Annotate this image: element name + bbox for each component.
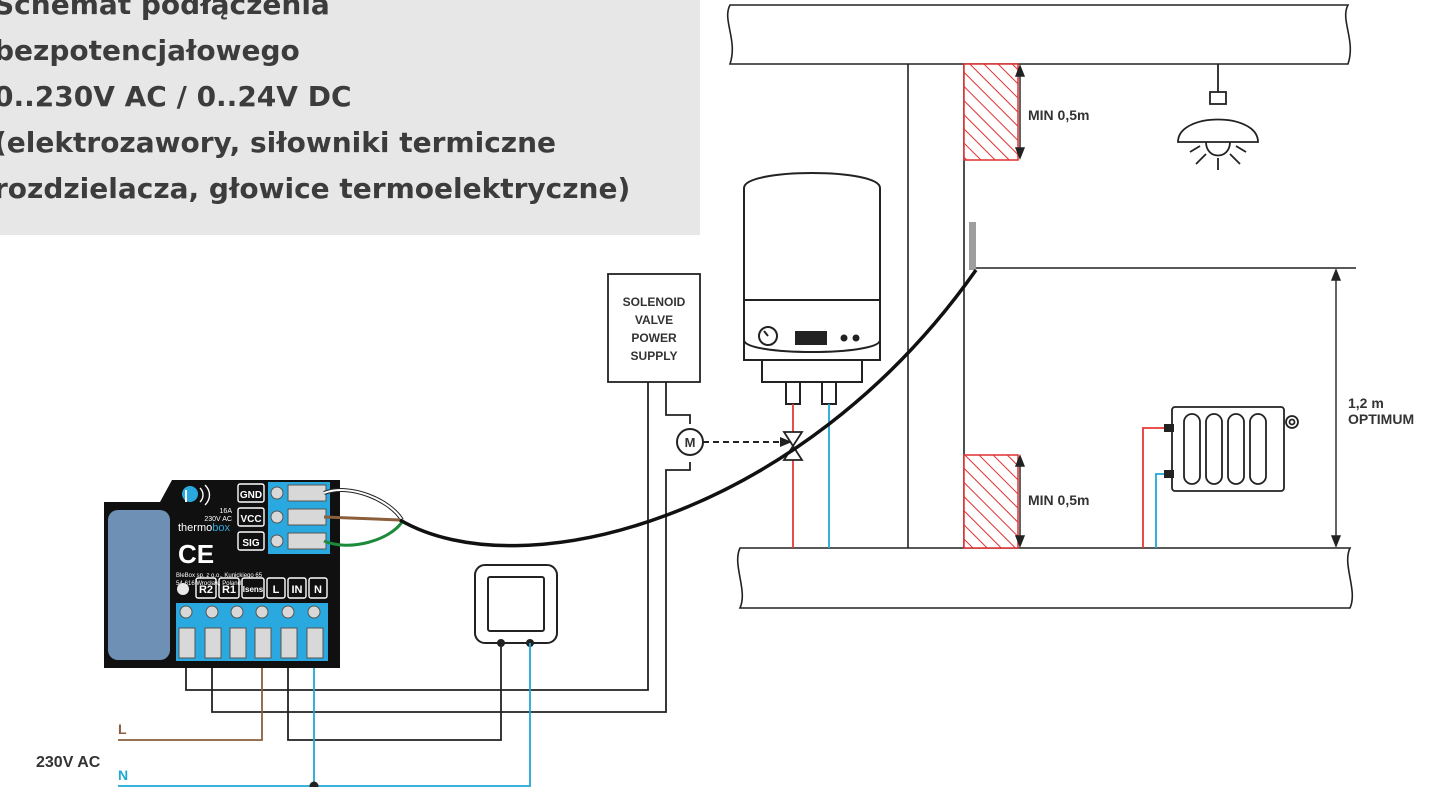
- switch-to-n-wire: [118, 643, 531, 787]
- terminal-l: L: [273, 584, 280, 596]
- terminal-n: N: [314, 584, 322, 596]
- live-wire: [118, 660, 263, 741]
- terminal-r2: R2: [199, 584, 213, 596]
- terminal-r1: R1: [222, 584, 236, 596]
- wall-switch-icon: [474, 564, 558, 644]
- dimension-height: [1330, 268, 1342, 548]
- dimension-upper: [1014, 64, 1026, 160]
- rating-voltage: 230V AC: [204, 516, 232, 523]
- mains-label: 230V AC: [36, 754, 101, 771]
- building-walls: [726, 4, 1356, 609]
- radiator-icon: [1171, 406, 1299, 492]
- floor-slab: [736, 547, 1354, 609]
- sensor-wire-green: [323, 521, 404, 547]
- thermobox-device: 16A 230V AC thermobox CE BleBox sp. z o.…: [104, 480, 340, 668]
- no-mount-zone-upper: [963, 63, 1019, 161]
- solenoid-supply-box: [607, 273, 701, 383]
- live-label: L: [118, 721, 127, 737]
- sensor-wire-brown: [323, 515, 401, 522]
- brand-name: thermobox: [178, 522, 230, 534]
- ceiling-lamp-icon: [1177, 64, 1259, 170]
- neutral-label: N: [118, 767, 128, 783]
- manufacturer-line-2: 54-616 Wrocław, Poland: [176, 581, 241, 587]
- switch-to-in-wire: [287, 643, 502, 741]
- no-mount-zone-lower: [963, 454, 1019, 549]
- sensor-cable: [399, 268, 978, 548]
- temperature-sensor: [969, 222, 976, 270]
- terminal-isens: Isens: [243, 585, 264, 594]
- rating-current: 16A: [220, 508, 233, 515]
- radiator-pipe-blue: [1155, 473, 1172, 548]
- height-label: 1,2 m: [1348, 395, 1384, 411]
- title-line-2: bezpotencjałowego: [0, 34, 300, 67]
- dimension-lower: [1014, 454, 1026, 548]
- terminal-vcc: VCC: [240, 514, 261, 525]
- boiler-icon: [743, 172, 881, 405]
- title-line-4: (elektrozawory, siłowniki termiczne: [0, 126, 557, 159]
- terminal-in: IN: [292, 584, 303, 596]
- title-line-5: rozdzielacza, głowice termoelektryczne): [0, 172, 631, 205]
- supply-label-2: VALVE: [635, 313, 673, 327]
- ce-mark: CE: [178, 539, 214, 569]
- supply-label-4: SUPPLY: [631, 349, 678, 363]
- motor-label: M: [685, 435, 696, 450]
- title-line-1: Schemat podłączenia: [0, 0, 330, 21]
- min-label-upper: MIN 0,5m: [1028, 107, 1089, 123]
- supply-label-1: SOLENOID: [623, 295, 686, 309]
- min-label-lower: MIN 0,5m: [1028, 492, 1089, 508]
- title-line-3: 0..230V AC / 0..24V DC: [0, 80, 352, 113]
- terminal-sig: SIG: [242, 538, 259, 549]
- supply-label-3: POWER: [631, 331, 677, 345]
- ceiling-slab: [726, 4, 1352, 65]
- radiator-pipe-red: [1142, 427, 1172, 548]
- terminal-gnd: GND: [240, 490, 262, 501]
- supply-wiring: [185, 382, 691, 713]
- title-box: Schemat podłączenia bezpotencjałowego 0.…: [0, 0, 700, 235]
- height-note: OPTIMUM: [1348, 411, 1414, 427]
- manufacturer-line-1: BleBox sp. z o.o., Kunickiego 65: [176, 573, 263, 579]
